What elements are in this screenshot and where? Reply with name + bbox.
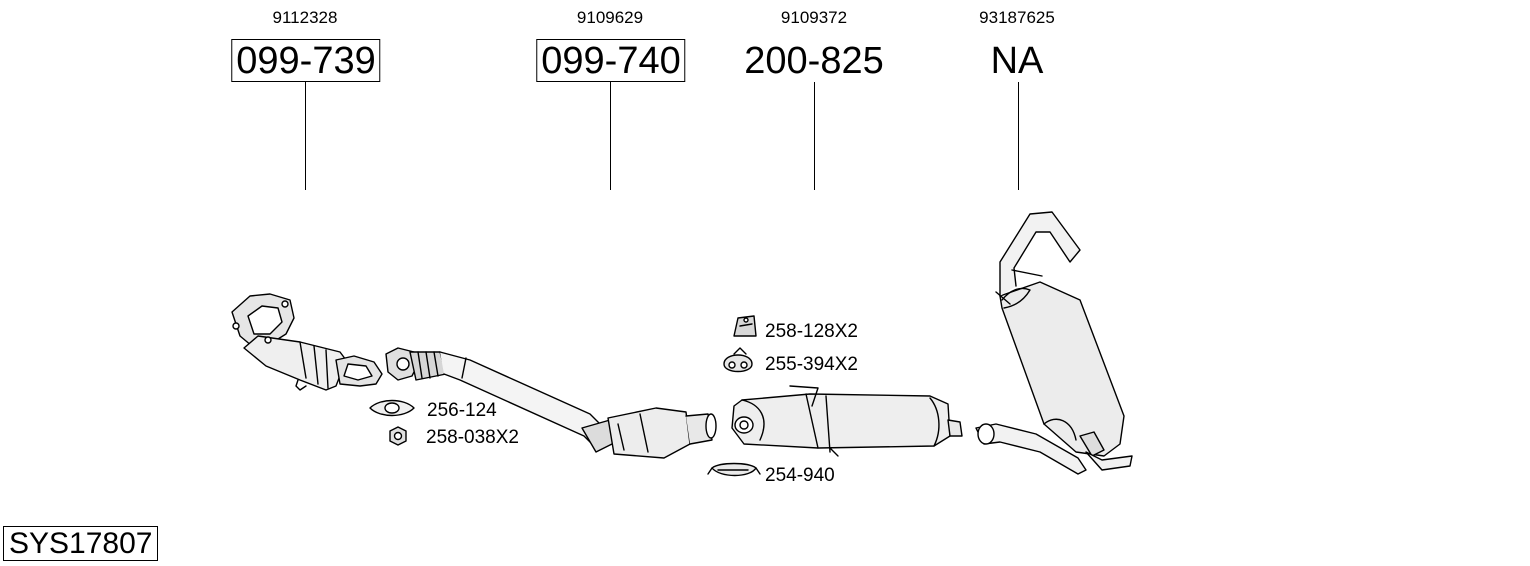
leader-line [610, 82, 611, 190]
rear-silencer-drawing [975, 211, 1133, 475]
middle-silencer-drawing [731, 385, 963, 457]
part-number: 200-825 [744, 40, 884, 82]
oe-number: 93187625 [979, 8, 1055, 27]
nut-icon [389, 426, 407, 446]
gasket-icon [369, 399, 415, 417]
manifold-catalyst-drawing [231, 293, 383, 391]
leader-line [305, 82, 306, 190]
accessory-label: 254-940 [765, 465, 835, 486]
hanger-ring-icon [723, 347, 753, 373]
accessory-label: 256-124 [427, 400, 497, 421]
front-pipe-catalyst-drawing [385, 347, 717, 459]
oe-number: 9109629 [576, 8, 644, 27]
accessory-label: 258-038X2 [426, 427, 519, 448]
leader-line [814, 82, 815, 190]
system-id: SYS17807 [3, 526, 159, 561]
part-number: 099-739 [231, 39, 381, 82]
accessory-label: 255-394X2 [765, 354, 858, 375]
oe-number: 9112328 [272, 8, 338, 27]
rubber-mount-icon [733, 315, 757, 337]
part-number: NA [990, 40, 1044, 82]
part-number: 099-740 [536, 39, 686, 82]
accessory-label: 258-128X2 [765, 321, 858, 342]
clamp-icon [707, 462, 761, 477]
leader-line [1018, 82, 1019, 190]
oe-number: 9109372 [780, 8, 848, 27]
